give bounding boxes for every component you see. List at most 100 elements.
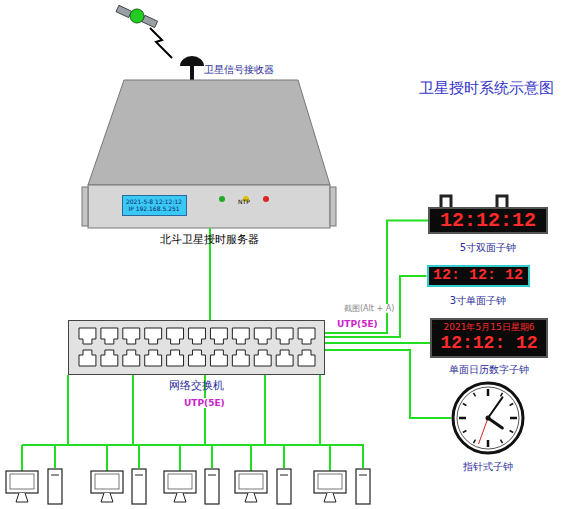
switch-ports: [69, 321, 326, 376]
pc-tower: [205, 469, 219, 504]
monitor: [164, 471, 196, 493]
clock-digits: 12:12: 12: [440, 333, 537, 354]
pc-tower: [277, 469, 291, 504]
rj45-port: [189, 328, 206, 344]
computer: [314, 469, 370, 504]
drive-slot: [135, 475, 143, 476]
clock-ring: [457, 387, 519, 449]
signal-bolt: [150, 28, 172, 58]
monitor-screen: [168, 474, 192, 489]
solar-panel: [116, 5, 132, 17]
clock-label: 3寸单面子钟: [450, 295, 506, 307]
utp-cable: [264, 375, 266, 445]
monitor-screen: [318, 474, 342, 489]
computer: [91, 469, 146, 504]
clock-label: 单面日历数字子钟: [449, 364, 529, 376]
utp-cable: [325, 276, 427, 337]
rj45-port: [145, 350, 162, 366]
rj45-port: [210, 350, 227, 366]
server-top: [88, 80, 330, 185]
clock-tick: [510, 404, 513, 406]
antenna-label: 卫星信号接收器: [204, 64, 274, 76]
monitor: [235, 471, 267, 493]
analog-clock: 指针式子钟: [451, 381, 525, 455]
utp-cable: [325, 342, 430, 344]
monitor-stand: [245, 493, 257, 502]
utp-cable: [325, 350, 451, 418]
rj45-port: [145, 328, 162, 344]
rj45-port: [167, 328, 184, 344]
utp-cable: [319, 375, 321, 445]
clock-hand: [479, 418, 488, 444]
clock-rim: [453, 383, 523, 453]
clock-tick: [474, 393, 476, 396]
utp-cable: [54, 445, 56, 468]
utp-cable: [362, 445, 364, 468]
clock-tick: [510, 417, 517, 420]
led-label: NTP: [238, 199, 250, 206]
rj45-port: [276, 328, 293, 344]
clock-hand: [488, 418, 502, 428]
rj45-port: [101, 328, 118, 344]
utp-cable: [132, 375, 134, 445]
led: [263, 196, 269, 202]
network-switch: 网络交换机: [68, 320, 325, 375]
drive-slot: [208, 475, 216, 476]
monitor-stand: [101, 493, 113, 502]
monitor-screen: [95, 474, 119, 489]
clock-tick: [501, 393, 503, 396]
rj45-port: [189, 350, 206, 366]
clock-hand: [488, 397, 502, 418]
clock-tick: [463, 431, 466, 433]
lcd-text: 2021-5-8 12:12:12: [126, 199, 182, 206]
antenna-dome: [180, 56, 204, 66]
clock-tick: [487, 389, 490, 396]
text-stack: [451, 381, 525, 455]
rj45-port: [210, 328, 227, 344]
watermark: 截图(Alt + A): [343, 304, 395, 313]
text-stack: 12: 12: 12: [429, 267, 528, 285]
drive-slot: [280, 475, 288, 476]
switch-label: 网络交换机: [169, 380, 224, 393]
pc-tower: [356, 469, 370, 504]
clock-pivot: [486, 416, 491, 421]
rack-ear: [82, 187, 88, 226]
diagram-title: 卫星授时系统示意图: [418, 80, 555, 97]
clock-tick: [474, 440, 476, 443]
monitor-screen: [10, 474, 34, 489]
calendar-clock: 2021年5月15日星期612:12: 12单面日历数字子钟: [430, 318, 548, 358]
rj45-port: [254, 328, 271, 344]
utp-cable: [283, 445, 285, 468]
lcd-text: IP 192.168.5.251: [128, 206, 179, 213]
server-label: 北斗卫星授时服务器: [160, 234, 259, 247]
clock-tick: [510, 431, 513, 433]
clock-digits: 12:12:12: [440, 209, 536, 232]
computers: [6, 469, 370, 504]
satellite-icon: [116, 5, 158, 27]
text-stack: 12:12:12: [430, 209, 546, 232]
antenna: 卫星信号接收器: [180, 54, 204, 68]
rack-ear: [330, 187, 336, 226]
clock-tick: [501, 440, 503, 443]
rj45-port: [79, 350, 96, 366]
computer: [164, 469, 219, 504]
rj45-port: [254, 350, 271, 366]
clock-tick: [463, 404, 466, 406]
cable-label: UTP(5E): [336, 319, 379, 329]
utp-cable: [138, 445, 140, 468]
rj45-port: [298, 350, 315, 366]
calendar-date: 2021年5月15日星期6: [444, 322, 535, 332]
rj45-port: [298, 328, 315, 344]
monitor: [91, 471, 123, 493]
text-stack: [180, 54, 204, 68]
text-stack: 2021-5-8 12:12:12IP 192.168.5.251: [123, 196, 186, 215]
double-face-clock: 12:12:125寸双面子钟: [428, 207, 548, 234]
text-stack: 2021年5月15日星期612:12: 12: [432, 320, 546, 356]
clock-digits: 12: 12: 12: [433, 267, 523, 284]
utp-cable: [67, 375, 69, 445]
rj45-port: [167, 350, 184, 366]
utp-cable: [22, 444, 364, 446]
monitor-stand: [174, 493, 186, 502]
rj45-port: [123, 328, 140, 344]
